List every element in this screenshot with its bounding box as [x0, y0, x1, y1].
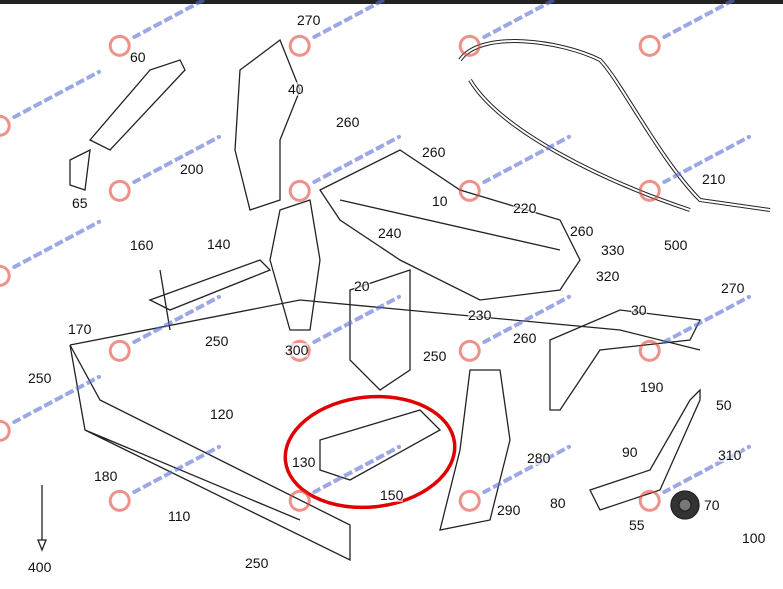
bracket-130	[319, 409, 442, 481]
pillar-290	[439, 369, 511, 531]
part-label: 130	[292, 454, 316, 470]
part-label: 70	[704, 497, 720, 513]
part-label: 160	[130, 237, 154, 253]
part-label: 120	[210, 406, 234, 422]
part-label: 10	[432, 193, 448, 209]
bracket-65	[69, 148, 91, 191]
part-label: 190	[640, 379, 664, 395]
part-label: 230	[468, 307, 492, 323]
part-label: 90	[622, 444, 638, 460]
part-label: 20	[354, 278, 370, 294]
part-label: 40	[288, 81, 304, 97]
part-label: 110	[168, 508, 191, 524]
part-label: 200	[180, 161, 204, 177]
strut-40	[234, 38, 301, 211]
part-label: 500	[664, 237, 688, 253]
part-label: 30	[631, 302, 647, 318]
part-label: 55	[629, 517, 645, 533]
bracket-60	[88, 59, 186, 151]
part-label: 140	[207, 236, 231, 252]
part-label: 250	[205, 333, 229, 349]
part-label: 260	[422, 144, 446, 160]
part-label: 180	[94, 468, 118, 484]
part-label: 270	[297, 12, 321, 28]
part-label: 240	[378, 225, 402, 241]
part-label: 210	[702, 171, 726, 187]
part-label: 60	[130, 49, 146, 65]
part-label: 250	[423, 348, 447, 364]
part-label: 270	[721, 280, 745, 296]
bumper-beam	[69, 299, 701, 562]
part-label: 65	[72, 195, 88, 211]
bracket-20	[349, 269, 411, 391]
part-label: 250	[28, 370, 52, 386]
part-label: 220	[513, 200, 537, 216]
grommet-70-center	[678, 498, 692, 512]
part-label: 250	[245, 555, 269, 571]
part-label: 100	[742, 530, 766, 546]
bracket-140	[148, 259, 272, 331]
highlight-ellipse	[283, 394, 457, 510]
part-label: 330	[601, 242, 625, 258]
part-label: 170	[68, 321, 92, 337]
part-label: 320	[596, 268, 620, 284]
part-label: 300	[285, 342, 309, 358]
part-label: 310	[718, 447, 742, 463]
arm-50	[589, 388, 701, 511]
part-label: 260	[513, 330, 537, 346]
part-label: 50	[716, 397, 732, 413]
pillar-300	[269, 199, 321, 331]
part-label: 80	[550, 495, 566, 511]
part-label: 280	[527, 450, 551, 466]
pin-400	[37, 485, 47, 552]
part-label: 150	[380, 487, 404, 503]
part-label: 260	[570, 223, 594, 239]
front-carrier	[319, 149, 581, 301]
part-label: 260	[336, 114, 360, 130]
part-label: 400	[28, 559, 52, 575]
part-label: 290	[497, 502, 521, 518]
